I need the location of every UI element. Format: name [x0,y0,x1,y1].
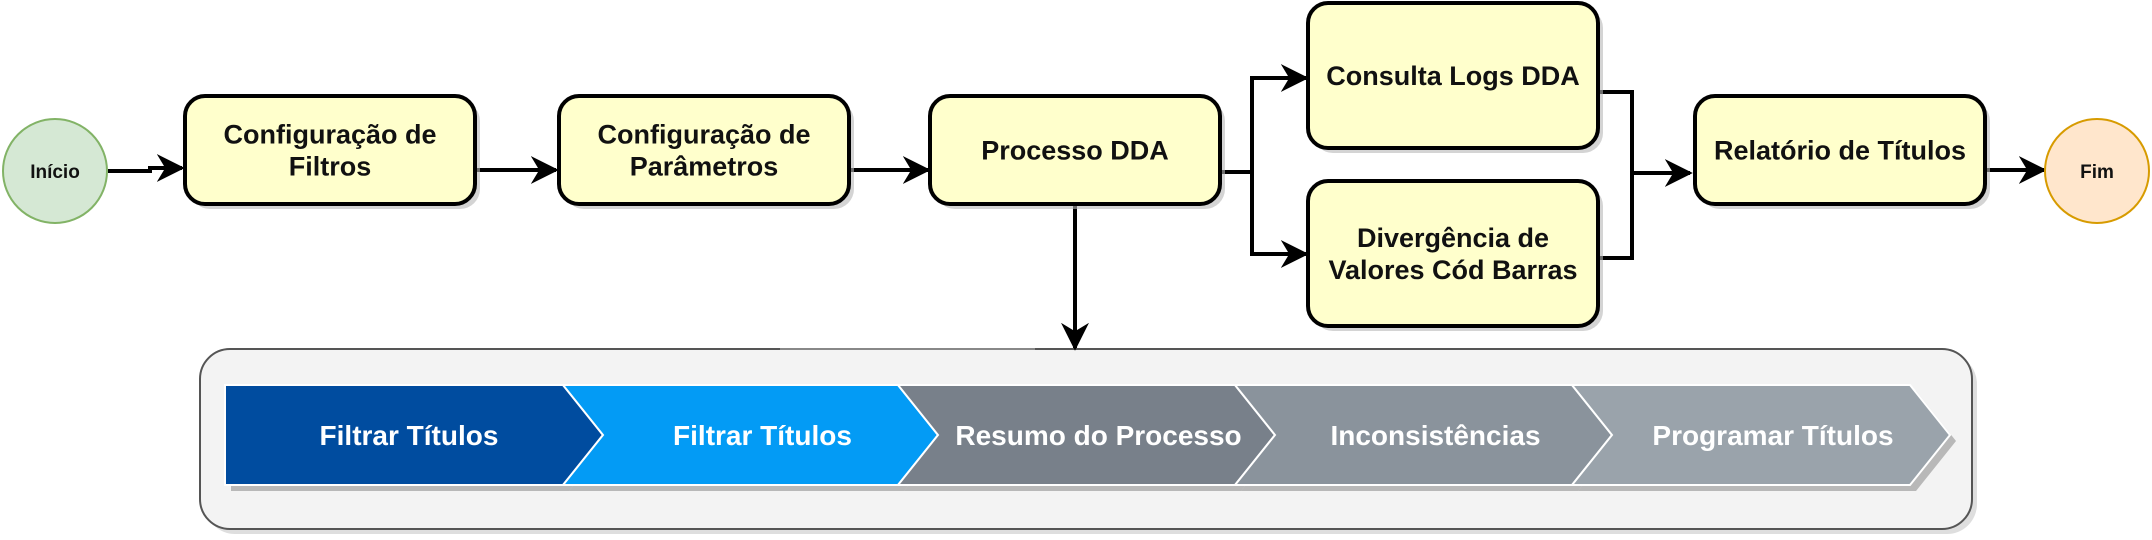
start-node: Início [2,118,108,224]
arrow-start-to-filtros [108,154,185,182]
node-label: Divergência de [1357,223,1549,253]
node-label: Configuração de [223,120,436,150]
step-label: Filtrar Títulos [673,420,852,451]
start-label: Início [30,162,80,183]
process-steps: Filtrar Títulos Filtrar Títulos Resumo do … [224,384,1956,491]
node-label: Filtros [289,152,372,182]
node-label: Parâmetros [630,152,779,182]
node-processo-dda: Processo DDA [928,94,1225,209]
line-consulta-to-relatorio [1600,90,1634,173]
node-relatorio: Relatório de Títulos [1693,94,1990,209]
step-3: Resumo do Processo [895,384,1281,491]
line-divergencia-to-relatorio [1600,173,1634,260]
node-label: Valores Cód Barras [1328,255,1577,285]
end-label: Fim [2080,162,2114,183]
arrow-processo-to-divergencia [1222,170,1309,268]
arrow-processo-to-consulta [1222,64,1309,174]
node-label: Processo DDA [981,136,1169,166]
step-label: Inconsistências [1330,420,1540,451]
step-4: Inconsistências [1232,384,1618,491]
connectors [108,64,2047,351]
node-consulta-logs: Consulta Logs DDA [1306,1,1603,153]
step-label: Programar Títulos [1652,420,1893,451]
step-2: Filtrar Títulos [560,384,944,491]
step-5: Programar Títulos [1569,384,1956,491]
node-label: Configuração de [597,120,810,150]
step-label: Filtrar Títulos [320,420,499,451]
step-1: Filtrar Títulos [224,384,609,491]
node-label: Consulta Logs DDA [1326,61,1580,91]
end-node: Fim [2044,118,2150,224]
step-label: Resumo do Processo [955,420,1241,451]
node-label: Relatório de Títulos [1714,136,1966,166]
